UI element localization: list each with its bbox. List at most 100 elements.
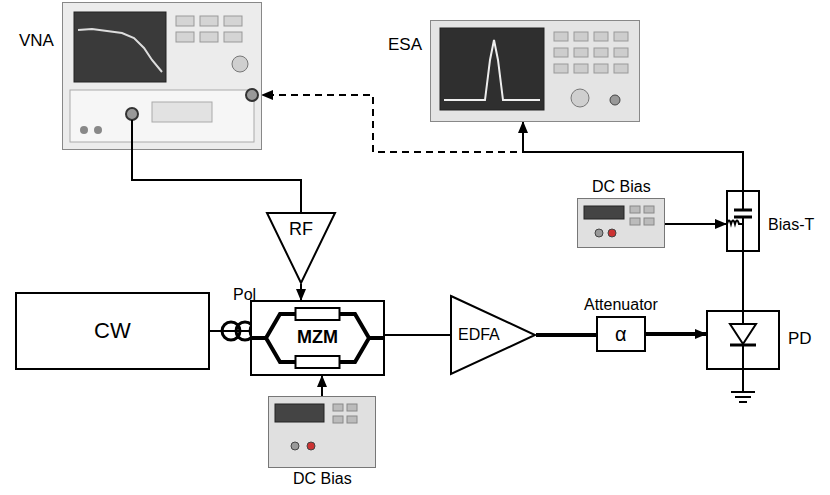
ground-symbol (739, 401, 747, 403)
instrument-button (574, 32, 588, 41)
instrument-knob (94, 126, 102, 134)
instrument-screen (74, 12, 166, 82)
instrument-button (176, 16, 194, 26)
diode-bar (730, 344, 756, 347)
waveguide (250, 314, 385, 362)
instrument-button (347, 404, 357, 411)
electrode (296, 356, 340, 368)
connector (321, 376, 323, 396)
instrument-button (554, 64, 568, 73)
instrument-button (200, 32, 218, 42)
connector (300, 284, 302, 300)
inductor-symbol (727, 221, 743, 225)
node-label: CW (94, 319, 131, 343)
dc-source-shape (577, 198, 665, 248)
node-label: Pol (233, 286, 256, 304)
node-label: DC Bias (592, 178, 651, 196)
instrument-port (595, 229, 603, 237)
ground-symbol (735, 396, 751, 398)
photodiode: PD (706, 310, 780, 370)
connector (646, 332, 706, 336)
instrument-button (630, 218, 640, 225)
wire (742, 217, 744, 252)
instrument-button (644, 218, 654, 225)
instrument-port (126, 108, 138, 120)
capacitor-plate (734, 209, 752, 212)
instrument-button (574, 64, 588, 73)
node-label: VNA (19, 32, 54, 51)
node-label: PD (788, 330, 812, 349)
node-label: EDFA (458, 326, 500, 344)
instrument-panel (269, 397, 376, 468)
connector (132, 150, 301, 212)
electrode (296, 308, 340, 320)
instrument-port (608, 229, 616, 237)
instrument-button (554, 48, 568, 57)
instrument-screen (440, 28, 544, 110)
instrument-button (594, 32, 608, 41)
dc-source: DC Bias (268, 396, 376, 468)
node-label: α (615, 323, 627, 345)
instrument-button (554, 32, 568, 41)
instrument-port (246, 89, 258, 101)
bias-tee-shape (726, 190, 760, 252)
instrument-port (307, 442, 315, 450)
instrument-panel (578, 199, 665, 248)
amplifier-triangle: EDFA (450, 295, 536, 375)
node-label: Attenuator (584, 296, 658, 314)
instrument-port (610, 95, 620, 105)
instrument-knob (80, 126, 88, 134)
instrument-panel (63, 3, 262, 150)
instrument-display (584, 206, 624, 219)
instrument-button (644, 206, 654, 213)
ground-symbol (731, 391, 755, 393)
node-label: DC Bias (293, 470, 352, 488)
attenuator-box: Attenuatorα (596, 316, 646, 352)
vna-instrument: VNA (62, 2, 262, 150)
instrument-button (614, 32, 628, 41)
node-label: Bias-T (768, 216, 814, 234)
esa-instrument-shape (430, 20, 640, 122)
box-outline (16, 293, 209, 369)
instrument-button (200, 16, 218, 26)
screen-trace (78, 29, 162, 72)
instrument-button (614, 64, 628, 73)
esa-instrument: ESA (430, 20, 640, 122)
triangle-outline (267, 213, 335, 283)
instrument-button (224, 16, 242, 26)
instrument-bay (152, 102, 212, 122)
instrument-button (594, 64, 608, 73)
port-cable (131, 120, 133, 150)
box-outline (251, 301, 384, 375)
vna-instrument-shape (62, 2, 262, 150)
connector (536, 333, 596, 337)
instrument-button (614, 48, 628, 57)
node-label: RF (289, 220, 313, 240)
box-outline (727, 191, 759, 251)
instrument-port (291, 442, 299, 450)
connector (210, 330, 222, 332)
box-outline (707, 311, 779, 369)
dc-source-shape (268, 396, 376, 468)
triangle-outline (451, 296, 535, 374)
bias-tee: Bias-T (726, 190, 760, 252)
node-label: ESA (388, 36, 422, 55)
instrument-button (176, 32, 194, 42)
rf-amplifier: RF (266, 212, 336, 284)
ground-wire (742, 370, 744, 392)
instrument-button (594, 48, 608, 57)
node-label: MZM (297, 328, 338, 348)
box-outline (597, 317, 645, 351)
instrument-knob (571, 89, 589, 107)
wire (742, 190, 744, 210)
connector (742, 252, 744, 310)
instrument-button (333, 416, 343, 423)
instrument-button (224, 32, 242, 42)
instrument-button (347, 416, 357, 423)
instrument-knob (232, 56, 248, 72)
instrument-button (574, 48, 588, 57)
instrument-display (275, 404, 324, 422)
instrument-button (630, 206, 640, 213)
modulator-box: MZM (250, 300, 385, 376)
